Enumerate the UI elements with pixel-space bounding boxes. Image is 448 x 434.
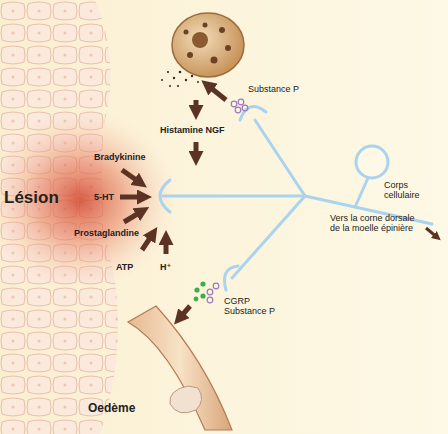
- mediator-label: ATP: [116, 262, 133, 272]
- mediator-label: 5-HT: [94, 192, 114, 202]
- neuropeptide-label: Substance P: [248, 84, 299, 94]
- cell-body-label: Corps cellulaire: [384, 180, 436, 201]
- region-label: Lésion: [4, 188, 59, 208]
- mediator-label: Prostaglandine: [74, 228, 139, 238]
- mediator-label: Bradykinine: [94, 152, 146, 162]
- direction-label: Vers la corne dorsale de la moelle épini…: [330, 213, 426, 234]
- neuropeptide-label: CGRP Substance P: [224, 296, 280, 317]
- mediator-label: H⁺: [160, 262, 171, 272]
- region-label: Oedème: [88, 402, 135, 416]
- mediator-label: Histamine NGF: [160, 125, 225, 135]
